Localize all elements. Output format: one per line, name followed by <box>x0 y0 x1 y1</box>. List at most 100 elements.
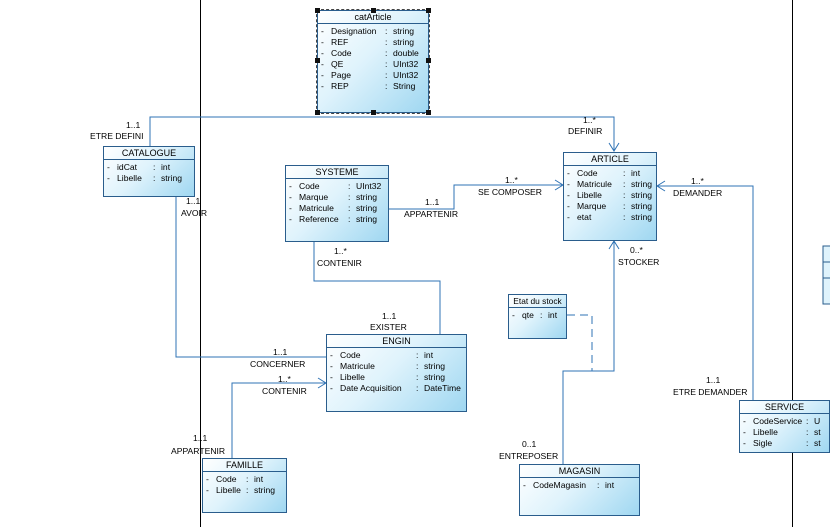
role-label: EXISTER <box>370 322 407 332</box>
attribute-separator: : <box>416 350 419 360</box>
selection-handle[interactable] <box>371 8 376 13</box>
attribute-row[interactable]: -Marque:string <box>289 192 385 203</box>
attribute-row[interactable]: -etat:string <box>567 212 653 223</box>
attribute-row[interactable]: -Code:int <box>567 168 653 179</box>
selection-handle[interactable] <box>371 110 376 115</box>
attribute-row[interactable]: -Libelle:string <box>330 372 463 383</box>
attribute-name: CodeMagasin <box>533 480 587 490</box>
selection-handle[interactable] <box>315 58 320 63</box>
attribute-row[interactable]: -qte:int <box>512 310 563 321</box>
attribute-row[interactable]: -Matricule:string <box>330 361 463 372</box>
attribute-row[interactable]: -CodeService:U <box>743 416 826 427</box>
attribute-separator: : <box>348 181 351 191</box>
attribute-name: REF <box>331 37 349 47</box>
assoc-definir-line[interactable] <box>149 116 615 151</box>
attribute-row[interactable]: -idCat:int <box>107 162 191 173</box>
attribute-row[interactable]: -REF:string <box>321 37 425 48</box>
attribute-name: idCat <box>117 162 138 172</box>
class-etat-du-stock[interactable]: Etat du stock -qte:int <box>508 294 567 339</box>
attribute-name: Designation <box>331 26 377 36</box>
attribute-separator: : <box>385 48 388 58</box>
role-label: ETRE DEMANDER <box>673 387 748 397</box>
selection-handle[interactable] <box>315 8 320 13</box>
attribute-visibility: - <box>330 350 333 360</box>
attribute-visibility: - <box>321 48 324 58</box>
attribute-name: Code <box>299 181 320 191</box>
attribute-row[interactable]: -Code:UInt32 <box>289 181 385 192</box>
attribute-type: int <box>254 474 264 484</box>
partial-class-offscreen[interactable] <box>822 245 830 305</box>
mult-label: 1..1 <box>382 311 397 321</box>
attribute-separator: : <box>246 474 249 484</box>
attribute-row[interactable]: -Code:int <box>330 350 463 361</box>
attribute-row[interactable]: -CodeMagasin:int <box>523 480 636 491</box>
attribute-separator: : <box>348 192 351 202</box>
assoc-famille-line[interactable] <box>231 382 326 458</box>
attribute-row[interactable]: -QE:UInt32 <box>321 59 425 70</box>
attribute-row[interactable]: -Libelle:string <box>107 173 191 184</box>
assoc-avoir-line[interactable] <box>175 197 326 358</box>
attribute-visibility: - <box>289 181 292 191</box>
assoc-demander-line[interactable] <box>657 185 754 400</box>
class-famille[interactable]: FAMILLE -Code:int-Libelle:string <box>202 458 287 513</box>
role-label: ETRE DEFINI <box>90 131 144 141</box>
attribute-row[interactable]: -Date Acquisition:DateTime <box>330 383 463 394</box>
role-label: DEFINIR <box>568 126 603 136</box>
attribute-type: String <box>393 81 416 91</box>
attribute-row[interactable]: -Page:UInt32 <box>321 70 425 81</box>
attribute-visibility: - <box>567 190 570 200</box>
attribute-type: string <box>424 361 446 371</box>
mult-label: 1..1 <box>126 120 141 130</box>
attribute-name: Marque <box>299 192 329 202</box>
class-engin[interactable]: ENGIN -Code:int-Matricule:string-Libelle… <box>326 334 467 412</box>
assoc-class-dashed-link[interactable] <box>567 314 593 371</box>
attribute-row[interactable]: -Matricule:string <box>289 203 385 214</box>
attribute-type: int <box>548 310 558 320</box>
attribute-type: string <box>631 201 653 211</box>
attribute-row[interactable]: -Libelle:string <box>206 485 283 496</box>
attribute-name: QE <box>331 59 344 69</box>
mult-label: 1..* <box>691 176 704 186</box>
role-label: SE COMPOSER <box>478 187 542 197</box>
attribute-row[interactable]: -Reference:string <box>289 214 385 225</box>
attribute-row[interactable]: -Marque:string <box>567 201 653 212</box>
class-name: ARTICLE <box>564 153 656 166</box>
role-label: APPARTENIR <box>404 209 459 219</box>
attribute-visibility: - <box>289 214 292 224</box>
attribute-row[interactable]: -Libelle:st <box>743 427 826 438</box>
assoc-contenir-systeme-line[interactable] <box>313 242 441 334</box>
role-label: ENTREPOSER <box>499 451 559 461</box>
attribute-type: U <box>814 416 821 426</box>
class-catalogue[interactable]: CATALOGUE -idCat:int-Libelle:string <box>103 146 195 197</box>
attribute-row[interactable]: -Sigle:st <box>743 438 826 449</box>
attribute-visibility: - <box>330 361 333 371</box>
attribute-visibility: - <box>567 201 570 211</box>
attribute-visibility: - <box>321 37 324 47</box>
class-name: SYSTEME <box>286 166 388 179</box>
attribute-row[interactable]: -Matricule:string <box>567 179 653 190</box>
attribute-row[interactable]: -REP:String <box>321 81 425 92</box>
attribute-separator: : <box>623 212 626 222</box>
class-catarticle[interactable]: catArticle -Designation:string-REF:strin… <box>316 9 430 114</box>
selection-handle[interactable] <box>315 110 320 115</box>
attribute-row[interactable]: -Designation:string <box>321 26 425 37</box>
class-article[interactable]: ARTICLE -Code:int-Matricule:string-Libel… <box>563 152 657 241</box>
attribute-visibility: - <box>567 212 570 222</box>
class-systeme[interactable]: SYSTEME -Code:UInt32-Marque:string-Matri… <box>285 165 389 242</box>
attribute-name: Libelle <box>117 173 142 183</box>
attribute-type: string <box>631 190 653 200</box>
attribute-type: UInt32 <box>393 59 419 69</box>
attribute-type: string <box>254 485 276 495</box>
attribute-row[interactable]: -Code:int <box>206 474 283 485</box>
selection-handle[interactable] <box>426 110 431 115</box>
attribute-separator: : <box>385 59 388 69</box>
class-service[interactable]: SERVICE -CodeService:U-Libelle:st-Sigle:… <box>739 400 830 453</box>
selection-handle[interactable] <box>426 58 431 63</box>
class-magasin[interactable]: MAGASIN -CodeMagasin:int <box>519 464 640 516</box>
assoc-composer-line[interactable] <box>389 184 563 210</box>
mult-label: 1..* <box>334 246 347 256</box>
assoc-stocker-line[interactable] <box>562 241 615 464</box>
attribute-row[interactable]: -Libelle:string <box>567 190 653 201</box>
attribute-row[interactable]: -Code:double <box>321 48 425 59</box>
selection-handle[interactable] <box>426 8 431 13</box>
